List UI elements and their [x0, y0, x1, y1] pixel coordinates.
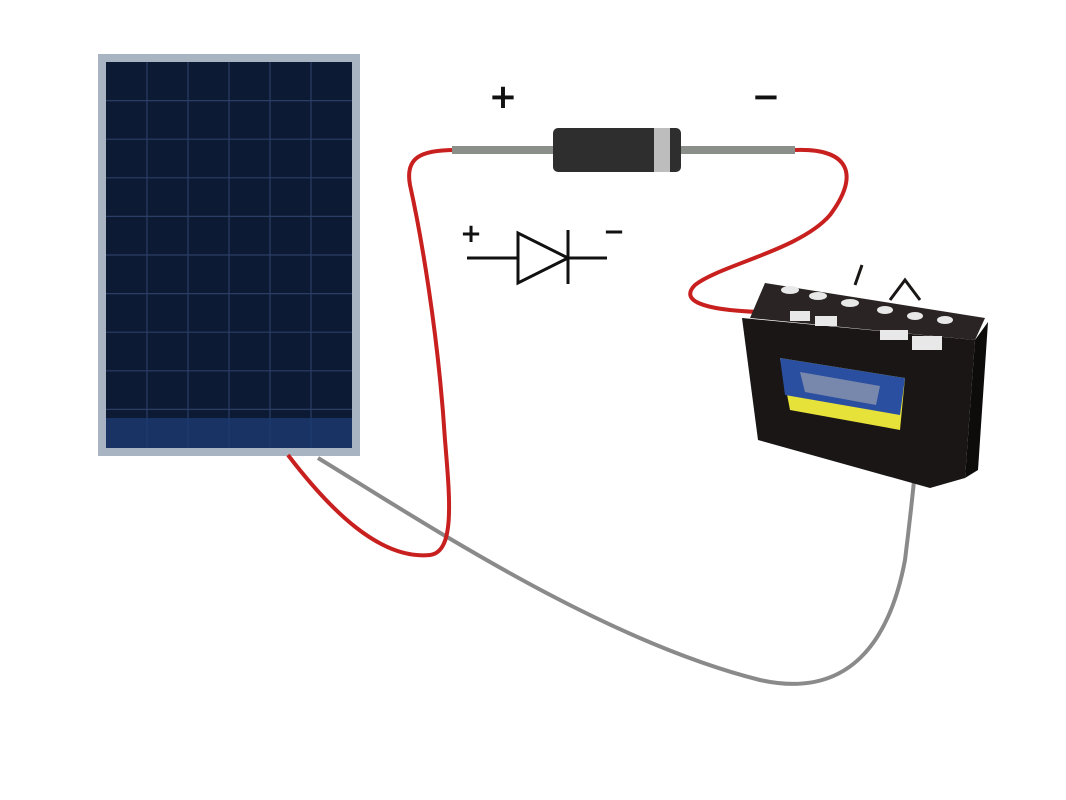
battery-top: [750, 283, 985, 340]
panel-bottom-strip: [106, 418, 352, 448]
symbol-anode-label: +: [460, 219, 482, 249]
panel-grid: [106, 62, 352, 448]
positive-wire-diode-to-battery: [688, 147, 849, 314]
battery-side: [965, 322, 988, 478]
diode-cathode-band: [654, 128, 670, 172]
battery-label-graphic: [800, 372, 880, 405]
diode: [452, 128, 795, 172]
diode-symbol: [467, 230, 607, 286]
positive-wire-panel-to-diode: [286, 148, 456, 558]
diode-anode-label: +: [489, 77, 518, 117]
symbol-cathode-label: −: [603, 217, 625, 247]
battery-caps: [781, 286, 953, 350]
diode-lead-anode: [452, 146, 554, 154]
solar-panel: [98, 54, 360, 456]
battery-handle: [853, 264, 922, 301]
diode-cathode-label: −: [752, 77, 781, 117]
diode-lead-cathode: [680, 146, 795, 154]
diode-body: [553, 128, 681, 172]
battery: [742, 264, 988, 488]
